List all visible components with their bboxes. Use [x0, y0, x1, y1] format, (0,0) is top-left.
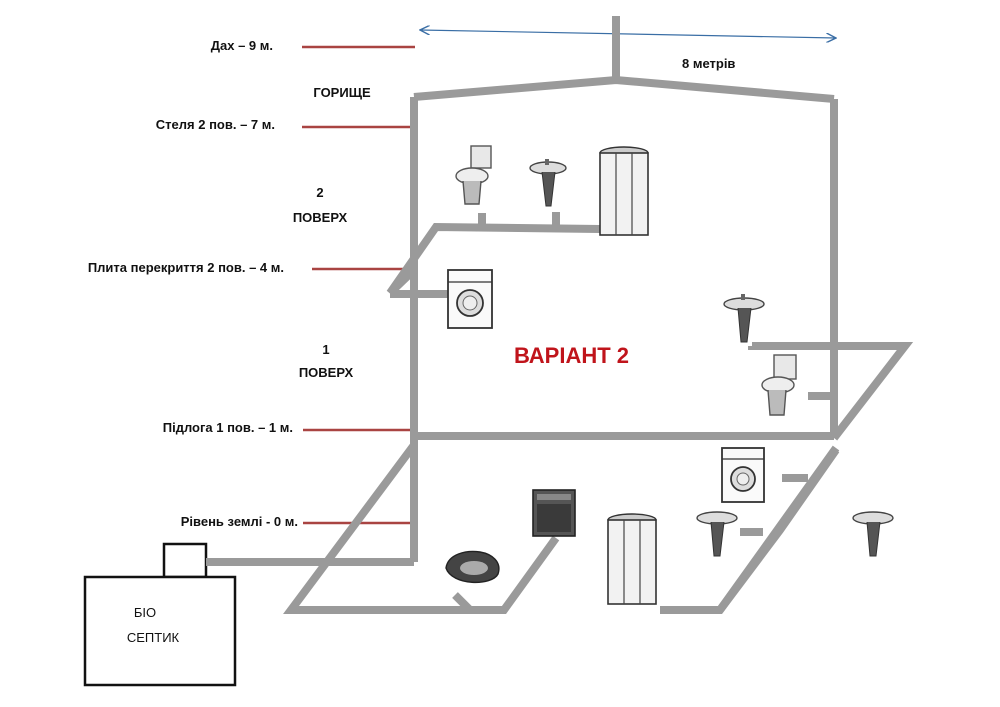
dishwasher-icon: [532, 489, 576, 537]
ground-left: [283, 442, 470, 614]
pipe-network: [283, 16, 914, 614]
level-label-ground: Рівень землі - 0 м.: [180, 514, 298, 529]
toilet-icon: [455, 145, 492, 205]
floor-toilet-drop: [452, 592, 473, 613]
sink-icon: [852, 511, 894, 557]
dimension-label: 8 метрів: [682, 56, 736, 71]
septic-label-line1: БІО: [133, 605, 157, 620]
ground-main: [470, 535, 560, 614]
ground-far-right: [716, 447, 840, 613]
shower-cabin-icon: [599, 146, 649, 236]
sink-icon: [723, 294, 765, 343]
level-label-ceiling: Стеля 2 пов. – 7 м.: [155, 117, 275, 132]
shower-cabin-icon: [607, 513, 657, 605]
zone-floor1-number: 1: [322, 342, 330, 357]
zone-floor2-word: ПОВЕРХ: [292, 210, 348, 225]
level-label-roof: Дах – 9 м.: [210, 38, 273, 53]
roof-outline: [413, 75, 835, 103]
zone-floor1-word: ПОВЕРХ: [298, 365, 354, 380]
sink-icon: [696, 511, 738, 557]
zone-floor2-number: 2: [316, 185, 324, 200]
dimension-arrow: [420, 30, 836, 38]
septic-label-line2: СЕПТИК: [126, 630, 180, 645]
septic-tank: [83, 542, 237, 687]
washing-machine-icon: [721, 447, 765, 503]
floor-toilet-icon: [445, 550, 500, 584]
floor-1-right-branch: [752, 342, 914, 441]
floor-2-branch: [386, 222, 601, 296]
diagram-title: ВАРІАНТ 2: [514, 343, 630, 368]
level-label-slab: Плита перекриття 2 пов. – 4 м.: [87, 260, 284, 275]
toilet-icon: [761, 354, 797, 416]
level-label-floor: Підлога 1 пов. – 1 м.: [162, 420, 293, 435]
washing-machine-icon: [447, 269, 493, 329]
septic-body: [83, 575, 237, 687]
septic-inlet: [162, 542, 208, 579]
zone-attic: ГОРИЩЕ: [313, 85, 371, 100]
sink-icon: [529, 159, 567, 207]
